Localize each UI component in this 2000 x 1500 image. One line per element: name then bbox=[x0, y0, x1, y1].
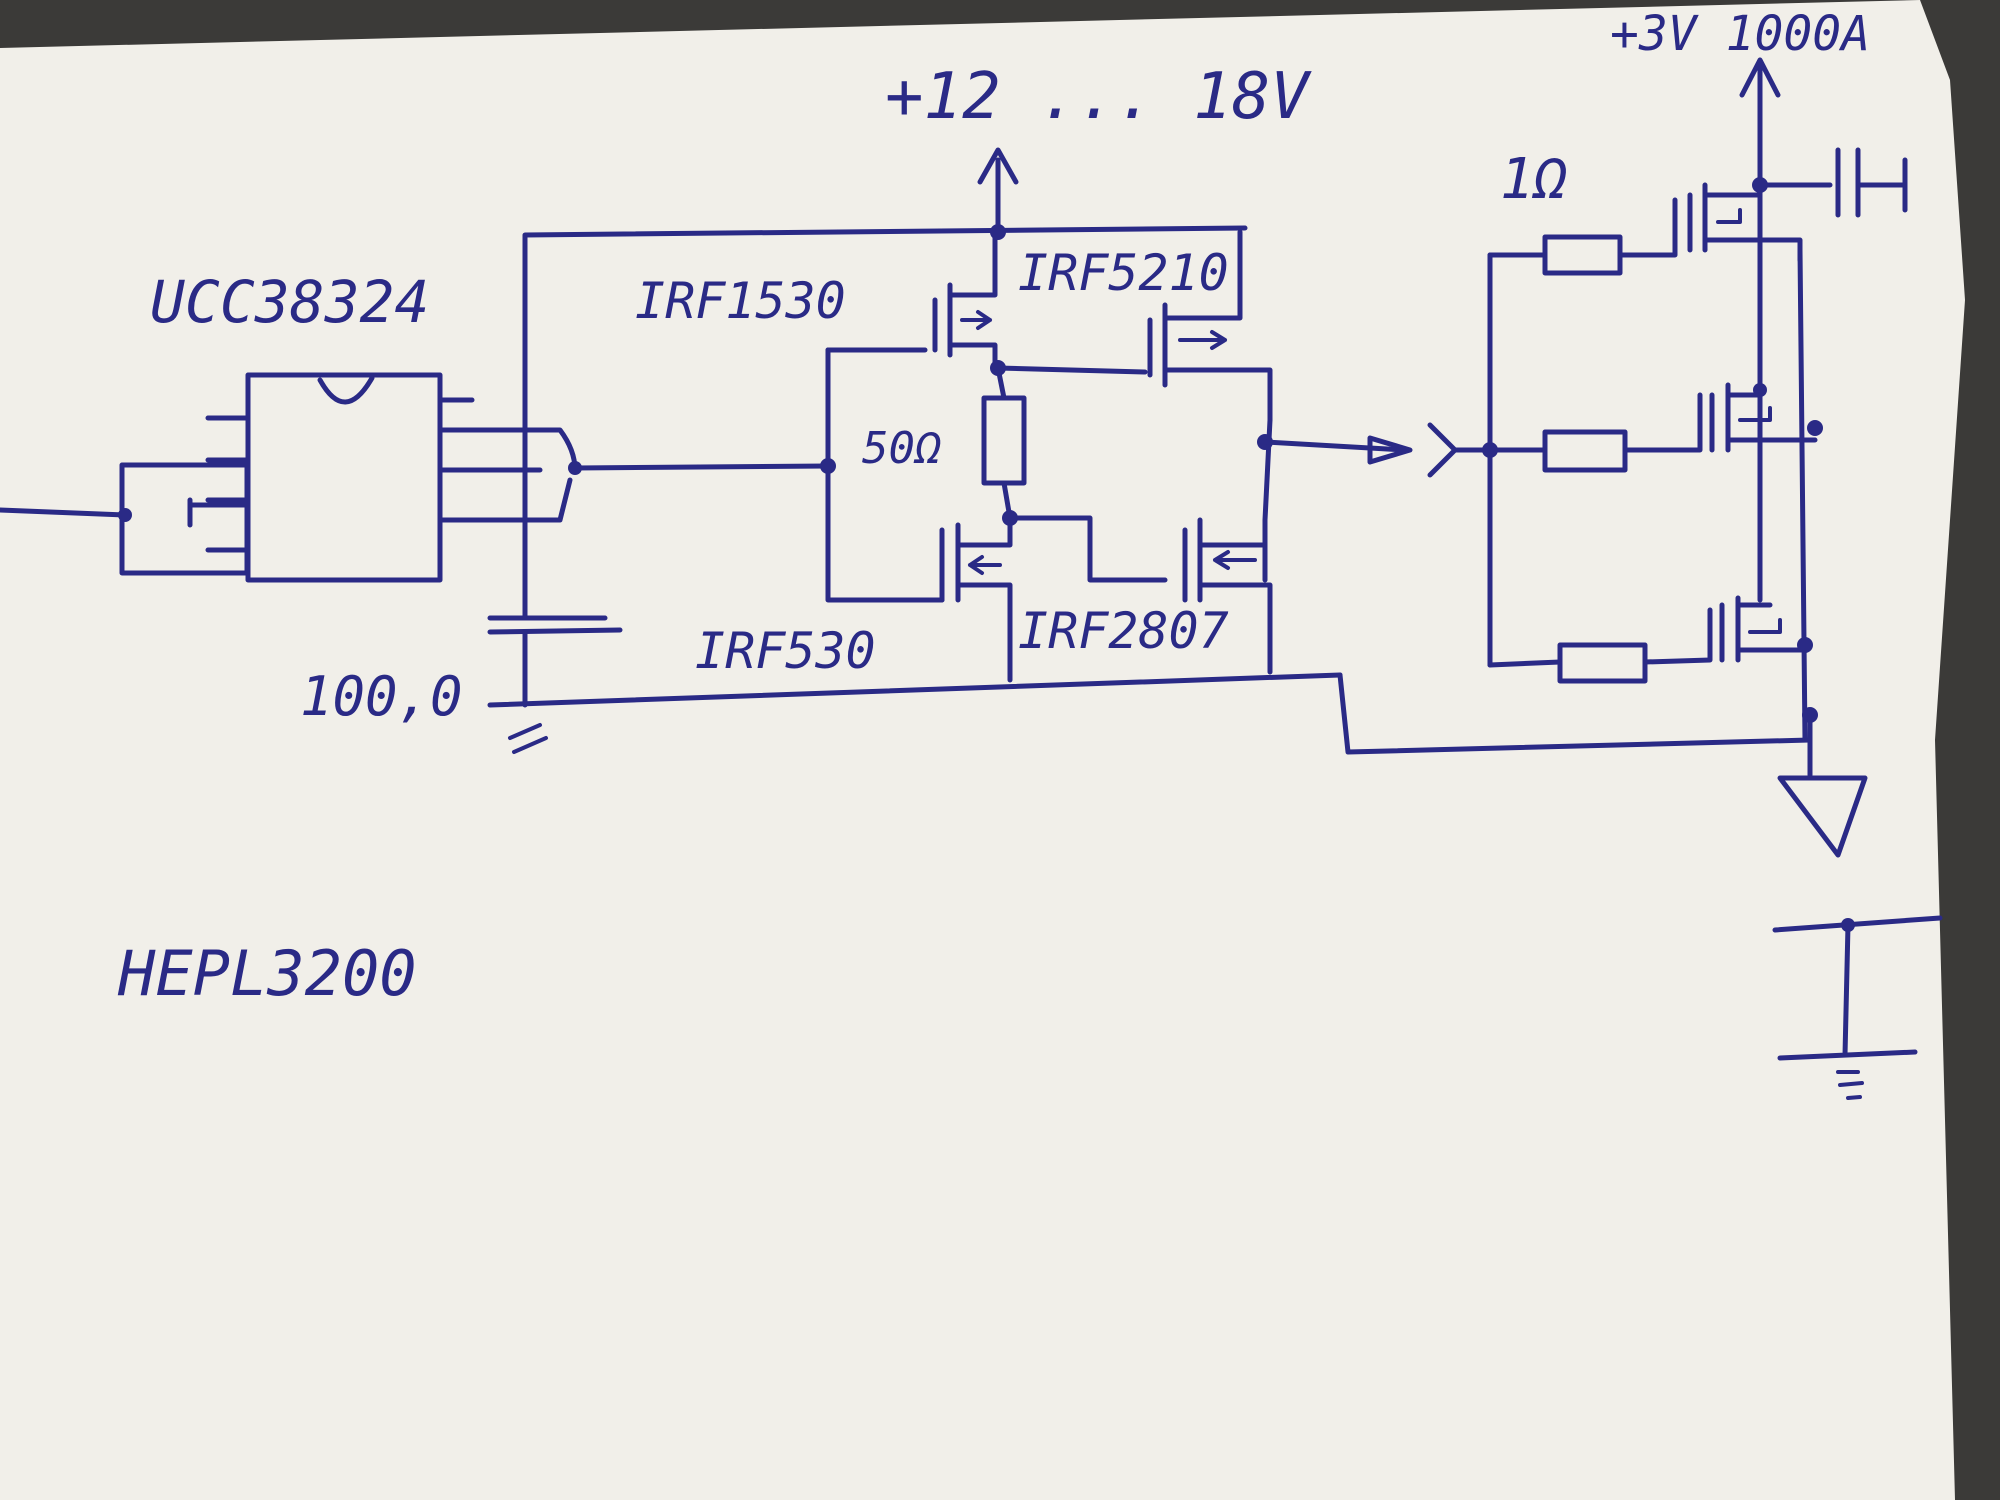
ground-icon bbox=[1836, 1070, 1864, 1100]
junction-dot bbox=[1753, 383, 1767, 397]
junction-dot bbox=[1797, 637, 1813, 653]
bridge-output-wire bbox=[1262, 439, 1408, 453]
mid-left-wire bbox=[995, 365, 1148, 375]
h-bridge bbox=[820, 229, 1813, 755]
supply-rail bbox=[487, 147, 1343, 754]
mosfet-output-1 bbox=[1687, 182, 1803, 263]
output-bypass-capacitor bbox=[1757, 147, 1908, 218]
mosfet-bottom-left bbox=[939, 515, 1013, 683]
supply-main-label: +12 ... 18V bbox=[885, 60, 1312, 134]
output-arrowhead bbox=[1367, 435, 1413, 465]
driver-chip bbox=[245, 372, 443, 583]
output-terminal-symbol bbox=[1777, 775, 1868, 858]
junction-dot bbox=[1841, 918, 1855, 932]
supply-arrow bbox=[977, 147, 1019, 235]
note-label: HEPL3200 bbox=[117, 937, 417, 1010]
ground-rail bbox=[487, 672, 1343, 708]
mosfet-bottom-right bbox=[1182, 517, 1273, 675]
bottom-mid-wire bbox=[1007, 515, 1168, 583]
chip-right-pins bbox=[437, 397, 578, 523]
junction-dot bbox=[568, 461, 582, 475]
bottom-return-wire bbox=[1337, 672, 1813, 755]
driver-section bbox=[0, 372, 831, 583]
mosfet-top-right-label: IRF5210 bbox=[1018, 244, 1229, 302]
capacitor-symbol bbox=[487, 615, 623, 635]
supply-out-label: +3V 1000A bbox=[1610, 6, 1870, 62]
chip-left-pins bbox=[205, 415, 251, 553]
resistor-1-ohm-a bbox=[1542, 234, 1623, 276]
gate-wire-2 bbox=[1487, 392, 1703, 453]
junction-dot bbox=[118, 508, 132, 522]
junction-dot bbox=[1807, 420, 1823, 436]
mosfet-bottom-right-label: IRF2807 bbox=[1018, 602, 1229, 660]
ground-mark bbox=[508, 723, 548, 754]
gate-wire-3 bbox=[1487, 607, 1713, 668]
mosfet-top-left bbox=[932, 229, 998, 371]
gate-drive-wire bbox=[572, 463, 831, 471]
mosfet-top-right bbox=[1147, 229, 1273, 423]
resistor-50-label: 50Ω bbox=[862, 423, 942, 474]
junction-dot bbox=[820, 458, 836, 474]
output-stage bbox=[1452, 57, 1943, 1100]
resistor-1-ohm-b bbox=[1542, 429, 1628, 473]
load-electrode-symbol bbox=[1772, 915, 1943, 1061]
mosfet-bottom-left-label: IRF530 bbox=[695, 622, 876, 680]
left-gate-bus bbox=[825, 347, 945, 603]
chip-notch bbox=[317, 375, 375, 405]
input-wire bbox=[0, 507, 128, 518]
mosfet-output-3 bbox=[1719, 595, 1808, 663]
chip-label: UCC38324 bbox=[150, 268, 429, 336]
gate-wire-1 bbox=[1487, 197, 1678, 258]
mosfet-top-left-label: IRF1530 bbox=[635, 272, 846, 330]
right-leg-wire bbox=[1262, 417, 1273, 583]
output-supply-arrow bbox=[1739, 57, 1781, 188]
source-bus bbox=[1797, 247, 1808, 743]
resistor-1-ohm-c bbox=[1557, 642, 1648, 684]
resistor-1-label: 1Ω bbox=[1500, 147, 1568, 212]
capacitor-label: 100,0 bbox=[300, 665, 463, 728]
mosfet-output-2 bbox=[1709, 382, 1818, 453]
input-block-symbol bbox=[187, 497, 248, 528]
